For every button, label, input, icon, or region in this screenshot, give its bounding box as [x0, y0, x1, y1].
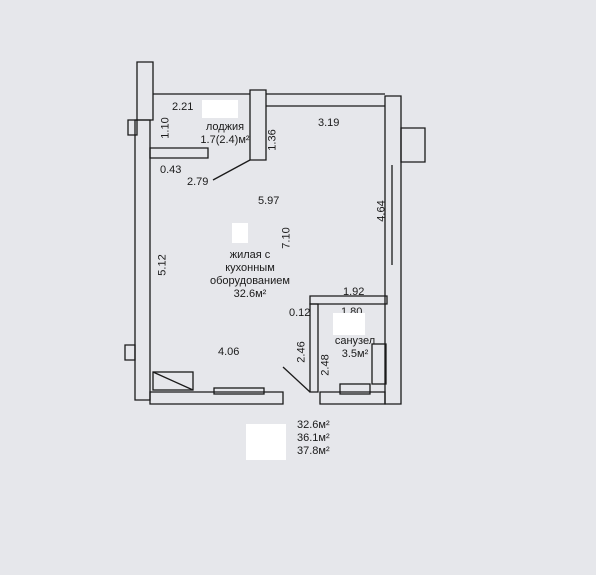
bathroom-left-wall — [309, 303, 319, 393]
dim-bathroom-wall-offset: 0.12 — [289, 307, 311, 319]
total-area: 36.1м² — [297, 432, 330, 444]
redaction-block-totals — [246, 424, 286, 460]
dim-window-top-width: 3.19 — [318, 117, 340, 129]
redaction-block-living — [232, 223, 248, 243]
room-loggia-area: 1.7(2.4)м² — [200, 134, 250, 146]
room-living-line1: жилая с — [229, 249, 271, 261]
dim-loggia-top-width: 2.21 — [172, 101, 194, 113]
room-loggia-name: лоджия — [205, 121, 245, 133]
wall-right-notch — [400, 127, 426, 163]
room-living-line3: оборудованием — [210, 275, 290, 287]
loggia-partition — [149, 147, 209, 159]
dim-right-wall-height: 4.64 — [375, 200, 388, 222]
room-living-area: 32.6м² — [233, 288, 267, 300]
wall-left-notch — [127, 119, 138, 136]
wall-right — [384, 95, 402, 405]
dim-bathroom-top-width: 1.92 — [343, 286, 365, 298]
dim-left-wall-height: 5.12 — [156, 254, 169, 276]
total-area-with-loggia: 37.8м² — [297, 445, 330, 457]
wall-left-outer — [136, 61, 154, 121]
redaction-block-loggia — [202, 100, 238, 118]
wall-bottom — [149, 391, 284, 405]
room-living-line2: кухонным — [225, 262, 275, 274]
wall-bottom-right — [319, 391, 386, 405]
room-bathroom-name: санузел — [334, 335, 376, 347]
redaction-block-bathroom — [333, 313, 365, 335]
total-living-area: 32.6м² — [297, 419, 330, 431]
bathroom-top-wall — [309, 295, 388, 305]
dim-room-top-width: 5.97 — [258, 195, 280, 207]
dim-room-bottom-width: 4.06 — [218, 346, 240, 358]
dim-loggia-bottom-offset: 0.43 — [160, 164, 182, 176]
wall-left-main — [134, 119, 151, 401]
room-bathroom-area: 3.5м² — [341, 348, 369, 360]
dim-loggia-left-height: 1.10 — [159, 117, 172, 139]
wall-left-notch-bottom — [124, 344, 136, 361]
dim-room-diag-left: 2.79 — [187, 176, 209, 188]
wall-pillar-center — [249, 89, 267, 161]
dim-room-center-height: 7.10 — [280, 227, 293, 249]
dim-loggia-partition-height: 1.36 — [266, 129, 279, 151]
dim-bathroom-left-height: 2.46 — [295, 341, 308, 363]
